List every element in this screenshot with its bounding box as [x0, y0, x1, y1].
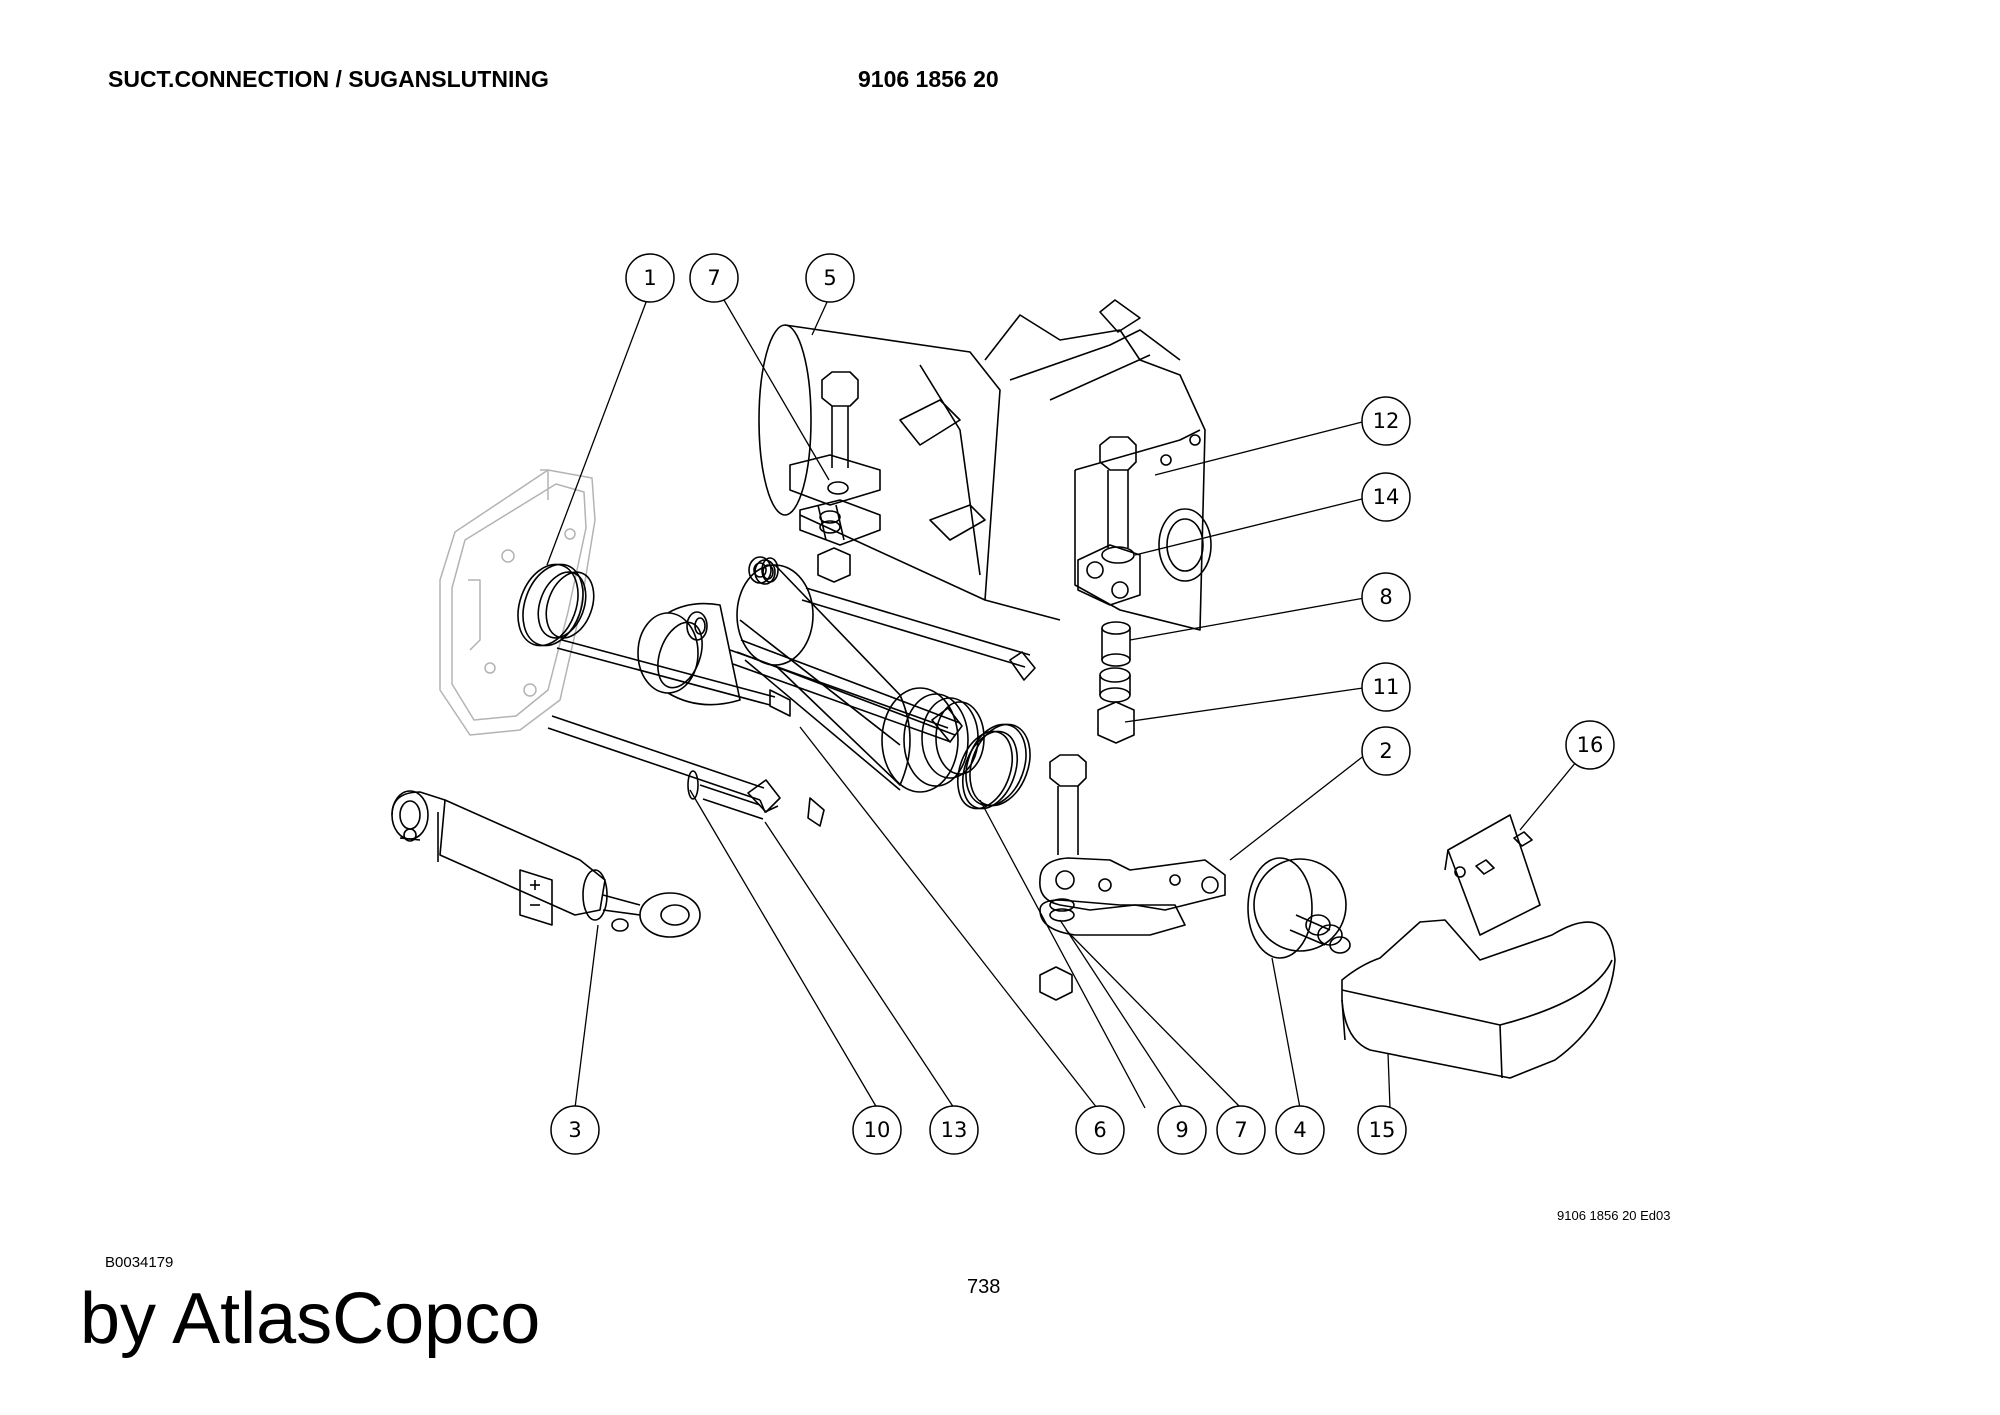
bolt-stack-right: [1077, 436, 1141, 744]
svg-text:12: 12: [1373, 409, 1400, 433]
svg-text:9: 9: [1175, 1118, 1188, 1142]
top-housing: [758, 299, 1212, 631]
callout-9: 9: [1157, 1105, 1207, 1155]
callout-10: 10: [852, 1105, 902, 1155]
reference-code: B0034179: [105, 1254, 174, 1271]
o-rings: [657, 559, 776, 689]
leader-lines: [546, 296, 1591, 1109]
callout-2: 2: [1361, 726, 1411, 776]
callout-14: 14: [1361, 472, 1411, 522]
callout-6: 6: [1075, 1105, 1125, 1155]
flange-housing-ghost: [439, 469, 596, 736]
svg-text:3: 3: [568, 1118, 581, 1142]
svg-text:11: 11: [1373, 675, 1400, 699]
page-title: SUCT.CONNECTION / SUGANSLUTNING: [108, 66, 549, 92]
bolt-clamp-top: [748, 371, 881, 584]
callout-1: 1: [625, 253, 675, 303]
svg-text:15: 15: [1369, 1118, 1396, 1142]
callout-8: 8: [1361, 572, 1411, 622]
svg-text:8: 8: [1379, 585, 1392, 609]
callout-3: 3: [550, 1105, 600, 1155]
callout-4: 4: [1275, 1105, 1325, 1155]
svg-text:1: 1: [643, 266, 656, 290]
callout-13: 13: [929, 1105, 979, 1155]
svg-text:10: 10: [864, 1118, 891, 1142]
callout-7-top: 7: [689, 253, 739, 303]
round-cap: [1247, 857, 1351, 959]
svg-text:14: 14: [1373, 485, 1400, 509]
svg-text:13: 13: [941, 1118, 968, 1142]
svg-text:6: 6: [1093, 1118, 1106, 1142]
svg-text:16: 16: [1577, 733, 1604, 757]
callout-11: 11: [1361, 662, 1411, 712]
callout-16: 16: [1565, 720, 1615, 770]
svg-text:7: 7: [1234, 1118, 1247, 1142]
svg-text:7: 7: [707, 266, 720, 290]
callout-7-bottom: 7: [1216, 1105, 1266, 1155]
callout-12: 12: [1361, 396, 1411, 446]
seal-ring: [517, 563, 595, 647]
svg-text:5: 5: [823, 266, 836, 290]
edition-label: 9106 1856 20 Ed03: [1557, 1208, 1671, 1223]
valve-body: [637, 564, 1031, 827]
page-number: 738: [967, 1276, 1001, 1298]
part-callouts: 1 7 5 12 14 8 11 2 16 3 10 13 6 9 7 4 15: [550, 253, 1615, 1155]
cover-plate: [1341, 814, 1616, 1079]
callout-5: 5: [805, 253, 855, 303]
long-rods: [547, 557, 1036, 820]
document-number: 9106 1856 20: [858, 66, 999, 92]
snap-ring: [957, 730, 1018, 810]
brand-logo-text: by AtlasCopco: [80, 1279, 541, 1359]
callout-15: 15: [1357, 1105, 1407, 1155]
hydraulic-cylinder: [391, 790, 701, 938]
svg-text:2: 2: [1379, 739, 1392, 763]
svg-text:4: 4: [1293, 1118, 1306, 1142]
